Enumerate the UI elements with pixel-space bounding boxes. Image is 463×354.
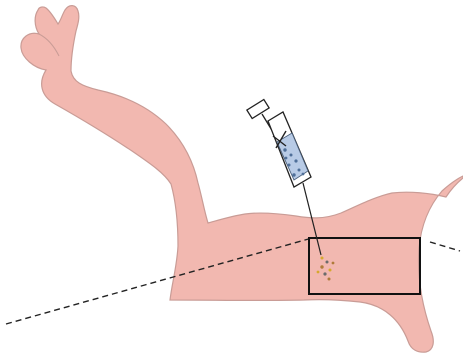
drug-particle bbox=[292, 173, 295, 176]
injection-particle bbox=[328, 278, 331, 281]
injection-particle bbox=[326, 261, 329, 264]
injection-particle bbox=[329, 269, 332, 272]
drug-particle bbox=[294, 159, 297, 162]
drug-particle bbox=[283, 148, 286, 151]
drug-particle bbox=[298, 169, 301, 172]
injection-particle bbox=[332, 262, 335, 265]
drug-particle bbox=[290, 154, 293, 157]
injection-particle bbox=[317, 271, 320, 274]
injection-particle bbox=[320, 265, 323, 268]
drug-particle bbox=[302, 173, 305, 176]
drug-particle bbox=[285, 157, 288, 160]
injection-particle bbox=[321, 257, 324, 260]
injection-particle bbox=[323, 272, 326, 275]
drug-particle bbox=[288, 164, 291, 167]
